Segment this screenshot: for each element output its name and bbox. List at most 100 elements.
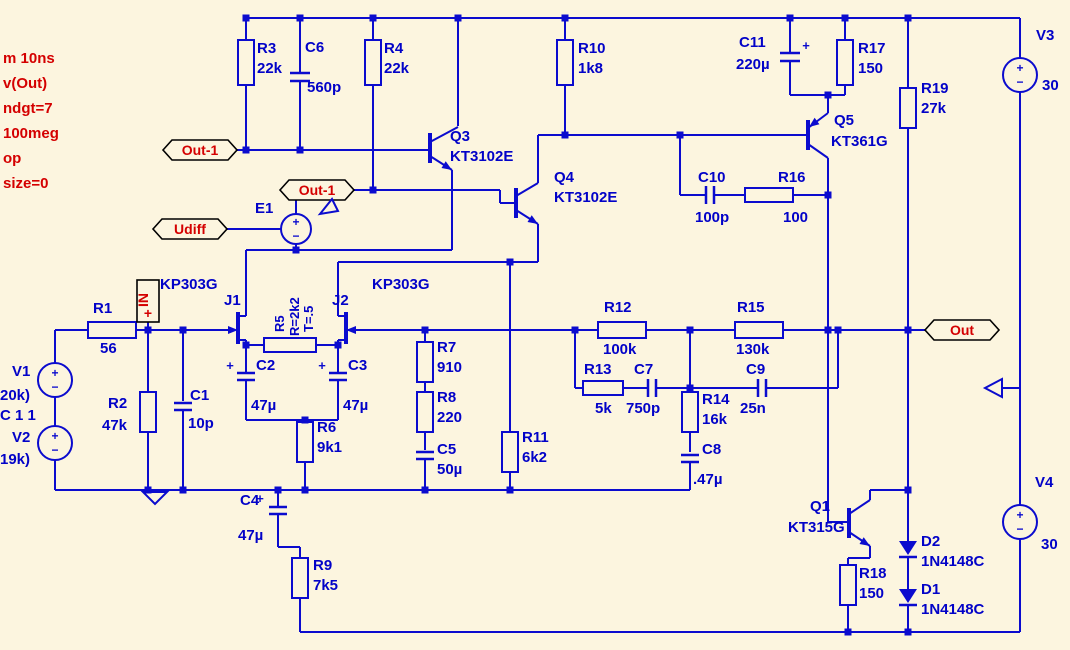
label-c9-value[interactable]: 25n xyxy=(740,400,766,417)
source-E1[interactable]: + − E1 xyxy=(255,200,312,245)
source-V2[interactable]: + − V2 19k) xyxy=(0,425,73,468)
label-r19-name[interactable]: R19 xyxy=(921,80,949,97)
label-c8-value[interactable]: .47µ xyxy=(693,471,723,488)
source-V1[interactable]: + − V1 20k) C 1 1 xyxy=(0,362,73,424)
net-flag-out1-b[interactable]: Out-1 xyxy=(278,179,356,201)
label-d1-name[interactable]: D1 xyxy=(921,581,940,598)
label-r14-name[interactable]: R14 xyxy=(702,391,730,408)
label-v3-name[interactable]: V3 xyxy=(1036,27,1054,44)
net-flag-out[interactable]: Out xyxy=(923,319,1001,341)
capacitor-C11[interactable]: + C11 220µ xyxy=(736,34,810,73)
capacitor-C8[interactable]: C8 .47µ xyxy=(681,441,723,488)
label-v3-value[interactable]: 30 xyxy=(1042,77,1059,94)
label-r9-value[interactable]: 7k5 xyxy=(313,577,338,594)
net-label-udiff[interactable]: Udiff xyxy=(174,221,206,237)
transistor-Q5[interactable]: Q5 KT361G xyxy=(806,112,888,150)
label-v4-name[interactable]: V4 xyxy=(1035,474,1054,491)
label-r10-value[interactable]: 1k8 xyxy=(578,60,603,77)
label-v2-name[interactable]: V2 xyxy=(12,429,30,446)
resistor-R17[interactable]: R17 150 xyxy=(836,39,886,86)
label-d2-name[interactable]: D2 xyxy=(921,533,940,550)
directive-text[interactable]: ndgt=7 xyxy=(3,100,53,117)
resistor-R4[interactable]: R4 22k xyxy=(364,39,410,86)
label-r10-name[interactable]: R10 xyxy=(578,40,606,57)
spice-directives[interactable]: m 10ns v(Out) ndgt=7 100meg op size=0 xyxy=(3,50,59,192)
source-V4[interactable]: + − V4 30 xyxy=(1002,474,1058,553)
resistor-R8[interactable]: R8 220 xyxy=(416,389,462,433)
label-r3-name[interactable]: R3 xyxy=(257,40,276,57)
label-c3-value[interactable]: 47µ xyxy=(343,397,368,414)
wire[interactable] xyxy=(848,499,871,515)
label-r2-value[interactable]: 47k xyxy=(102,417,128,434)
label-v1-name[interactable]: V1 xyxy=(12,363,30,380)
resistor-R15[interactable]: R15 130k xyxy=(734,299,784,358)
label-c2-name[interactable]: C2 xyxy=(256,357,275,374)
resistor-R13[interactable]: R13 5k xyxy=(582,361,624,417)
label-c6-value[interactable]: 560p xyxy=(307,79,341,96)
label-r17-value[interactable]: 150 xyxy=(858,60,883,77)
label-r4-name[interactable]: R4 xyxy=(384,40,404,57)
label-j1-type[interactable]: KP303G xyxy=(160,276,218,293)
wire[interactable] xyxy=(807,143,829,159)
label-r18-name[interactable]: R18 xyxy=(859,565,887,582)
net-label-out1-b[interactable]: Out-1 xyxy=(299,182,336,198)
directive-text[interactable]: 100meg xyxy=(3,125,59,142)
net-label-in[interactable]: IN xyxy=(135,293,151,307)
label-c10-value[interactable]: 100p xyxy=(695,209,729,226)
label-q3-type[interactable]: KT3102E xyxy=(450,148,513,165)
label-c1-name[interactable]: C1 xyxy=(190,387,209,404)
diode-D2[interactable]: D2 1N4148C xyxy=(899,533,985,570)
label-v1-note1[interactable]: 20k) xyxy=(0,387,30,404)
transistor-Q4[interactable]: Q4 KT3102E xyxy=(514,169,617,224)
capacitor-C9[interactable]: C9 25n xyxy=(740,361,768,417)
directive-text[interactable]: op xyxy=(3,150,21,167)
label-r13-name[interactable]: R13 xyxy=(584,361,612,378)
capacitor-C7[interactable]: C7 750p xyxy=(626,361,660,417)
label-r3-value[interactable]: 22k xyxy=(257,60,283,77)
label-r5-name[interactable]: R5 xyxy=(272,315,287,332)
label-v4-value[interactable]: 30 xyxy=(1041,536,1058,553)
transistor-Q3[interactable]: Q3 KT3102E xyxy=(428,128,513,170)
label-r12-name[interactable]: R12 xyxy=(604,299,632,316)
label-r7-value[interactable]: 910 xyxy=(437,359,462,376)
label-r9-name[interactable]: R9 xyxy=(313,557,332,574)
resistor-R5[interactable]: R5 R=2k2 T=.5 xyxy=(263,297,317,353)
label-r5-value[interactable]: R=2k2 xyxy=(287,297,302,336)
label-r16-name[interactable]: R16 xyxy=(778,169,806,186)
resistor-R18[interactable]: R18 150 xyxy=(839,564,887,606)
label-c1-value[interactable]: 10p xyxy=(188,415,214,432)
jfet-J1[interactable]: J1 KP303G xyxy=(160,276,241,344)
label-q4-name[interactable]: Q4 xyxy=(554,169,575,186)
label-r17-name[interactable]: R17 xyxy=(858,40,886,57)
resistor-R16[interactable]: R16 100 xyxy=(744,169,808,226)
net-label-out1-a[interactable]: Out-1 xyxy=(182,142,219,158)
resistor-R14[interactable]: R14 16k xyxy=(681,391,730,433)
label-d1-type[interactable]: 1N4148C xyxy=(921,601,985,618)
label-r2-name[interactable]: R2 xyxy=(108,395,127,412)
label-v2-note1[interactable]: 19k) xyxy=(0,451,30,468)
label-c11-value[interactable]: 220µ xyxy=(736,56,770,73)
label-q1-type[interactable]: KT315G xyxy=(788,519,845,536)
label-q3-name[interactable]: Q3 xyxy=(450,128,470,145)
label-r13-value[interactable]: 5k xyxy=(595,400,612,417)
capacitor-C2[interactable]: + C2 47µ xyxy=(226,357,276,414)
resistor-R6[interactable]: R6 9k1 xyxy=(296,419,342,463)
capacitor-C6[interactable]: C6 560p xyxy=(290,39,341,96)
label-c5-name[interactable]: C5 xyxy=(437,441,456,458)
label-r15-value[interactable]: 130k xyxy=(736,341,770,358)
port-in[interactable]: IN + xyxy=(135,279,160,323)
label-r14-value[interactable]: 16k xyxy=(702,411,728,428)
label-c10-name[interactable]: C10 xyxy=(698,169,726,186)
label-c5-value[interactable]: 50µ xyxy=(437,461,462,478)
jfet-J2[interactable]: J2 KP303G xyxy=(332,276,430,344)
label-j1-name[interactable]: J1 xyxy=(224,292,241,309)
label-c4-value[interactable]: 47µ xyxy=(238,527,263,544)
resistor-R3[interactable]: R3 22k xyxy=(237,39,283,86)
label-r11-name[interactable]: R11 xyxy=(522,429,549,446)
ground-icon[interactable] xyxy=(140,491,170,506)
label-c9-name[interactable]: C9 xyxy=(746,361,765,378)
directive-text[interactable]: size=0 xyxy=(3,175,48,192)
label-q4-type[interactable]: KT3102E xyxy=(554,189,617,206)
net-flag-udiff[interactable]: Udiff xyxy=(151,218,229,240)
